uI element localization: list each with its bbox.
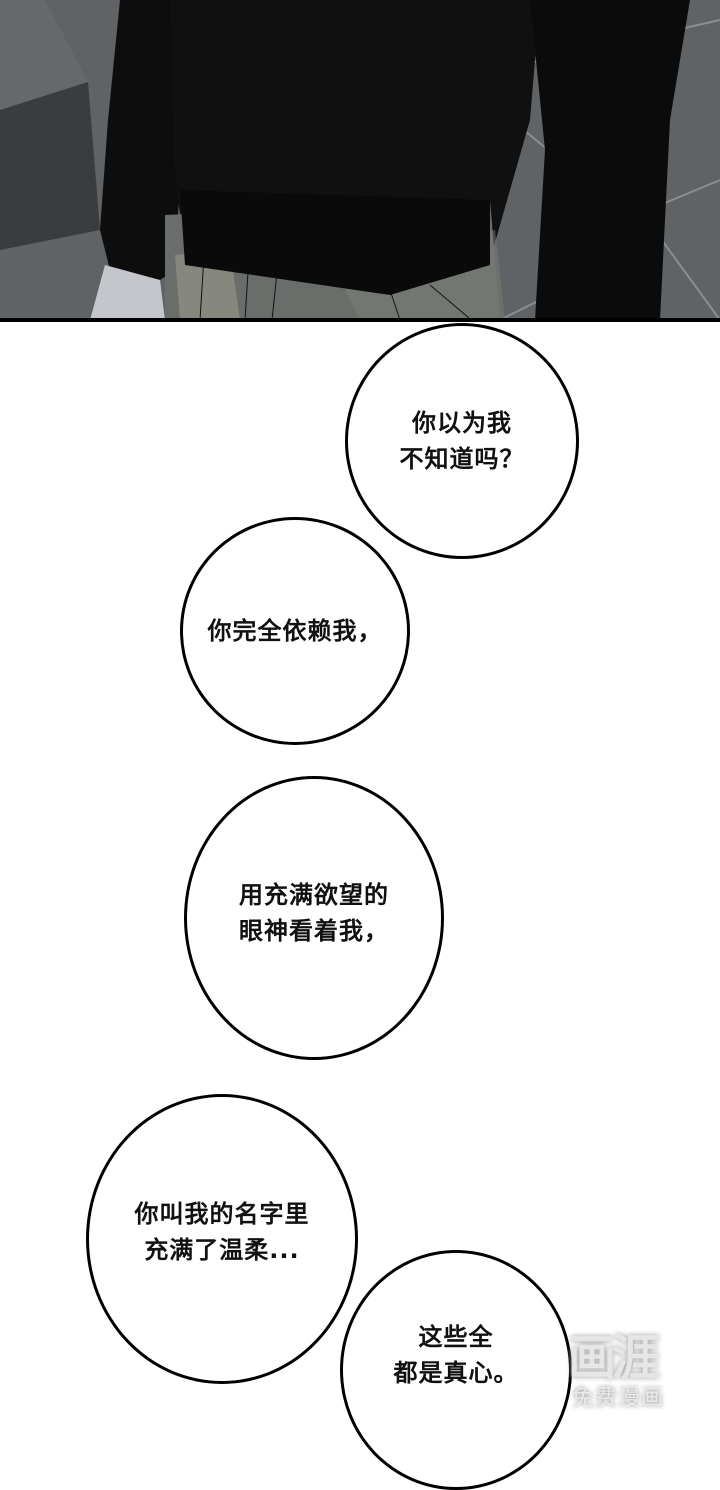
speech-text: 用充满欲望的 眼神看着我， <box>239 881 389 945</box>
panel-divider <box>0 318 720 322</box>
speech-bubble-1: 你以为我 不知道吗？ <box>345 323 579 559</box>
speech-bubble-4: 你叫我的名字里 充满了温柔... <box>86 1094 358 1384</box>
watermark-subtitle: 免费漫画 <box>572 1386 665 1411</box>
site-watermark: 画涯 免费漫画 <box>560 1318 690 1418</box>
comic-panel-illustration <box>0 0 720 320</box>
speech-bubble-5: 这些全 都是真心。 <box>340 1250 572 1490</box>
speech-text: 你以为我 不知道吗？ <box>399 409 525 473</box>
speech-text: 你叫我的名字里 充满了温柔... <box>134 1200 310 1264</box>
speech-text: 这些全 都是真心。 <box>393 1323 519 1387</box>
illustration-art <box>0 0 720 320</box>
speech-bubble-2: 你完全依赖我， <box>180 517 410 745</box>
watermark-logo: 画涯 <box>568 1330 660 1386</box>
speech-bubble-3: 用充满欲望的 眼神看着我， <box>184 776 444 1060</box>
speech-text: 你完全依赖我， <box>207 617 383 645</box>
